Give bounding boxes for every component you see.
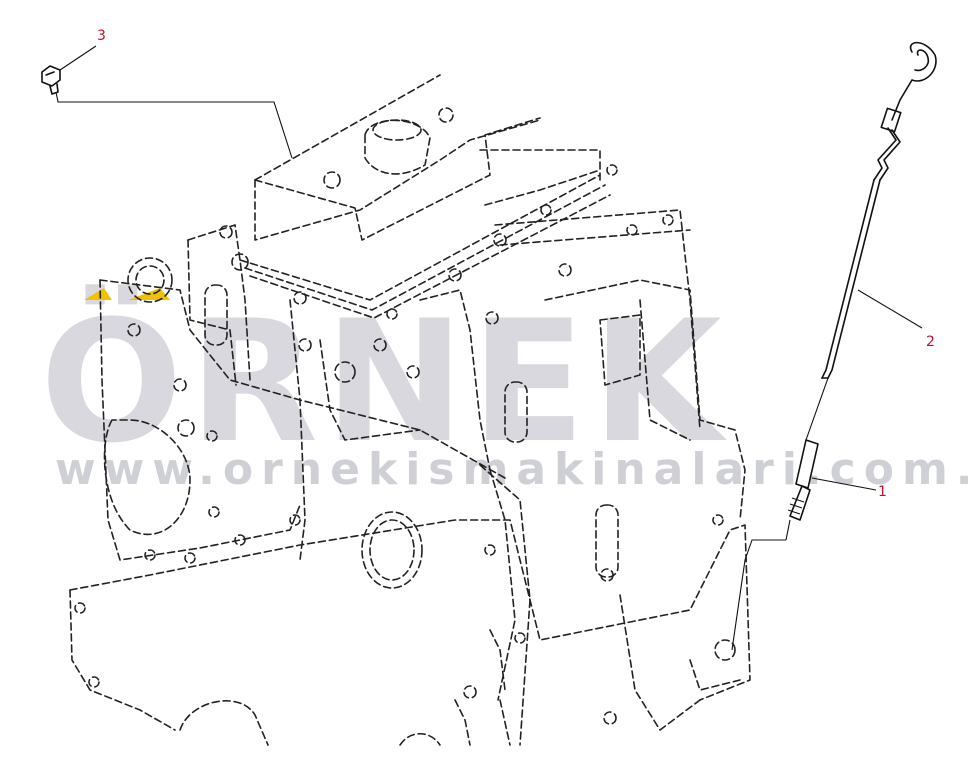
leader-line-1 (731, 477, 877, 651)
part-3-cap (41, 65, 61, 95)
part-2-dipstick (805, 41, 937, 441)
callout-1: 1 (878, 484, 887, 500)
watermark: ÖRNEK www.ornekismakinalari.com.tr (40, 284, 975, 495)
watermark-url: www.ornekismakinalari.com.tr (55, 444, 975, 495)
engine-block (69, 74, 751, 746)
callouts: 3 2 1 (97, 28, 935, 500)
callout-3: 3 (97, 28, 106, 44)
leader-line-2 (857, 289, 923, 329)
watermark-brand: ÖRNEK (40, 284, 728, 480)
callout-2: 2 (926, 334, 935, 350)
leader-line-3 (55, 45, 293, 159)
watermark-accent-left (84, 288, 112, 300)
leader-lines (55, 45, 923, 651)
part-1-guide-tube (785, 439, 819, 541)
